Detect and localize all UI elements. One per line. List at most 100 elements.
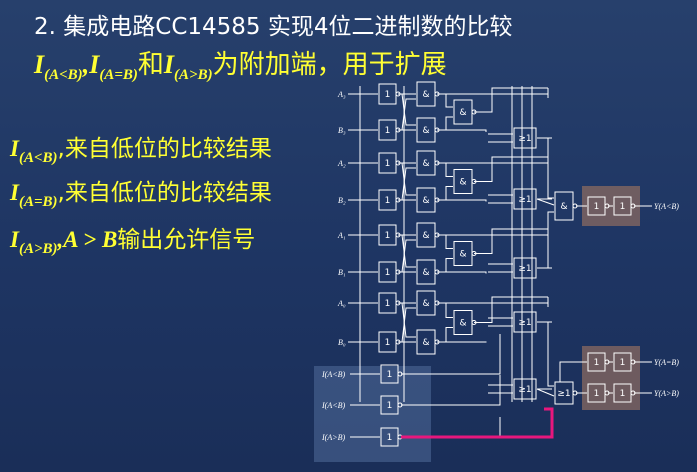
- input-label: A₂: [337, 159, 346, 168]
- nand-gate-label: &: [459, 108, 466, 118]
- subscript: (A<B): [44, 67, 83, 83]
- extension-not-gate-label: 1: [387, 433, 393, 443]
- subscript: (A=B): [99, 67, 138, 83]
- text: ,来自低位的比较结果: [57, 180, 272, 206]
- output-label: Y(A<B): [654, 202, 679, 211]
- extension-input-label: I(A>B): [321, 433, 346, 442]
- nand-gate-label: &: [459, 178, 466, 188]
- and-gate-less-label: &: [560, 202, 567, 212]
- output-inverter-label: 1: [620, 358, 626, 368]
- input-label: B₁: [338, 268, 346, 277]
- not-gate-label: 1: [385, 338, 391, 348]
- wire: [401, 375, 501, 406]
- extension-inputs-line: I(A<B),I(A=B)和I(A>B)为附加端，用于扩展: [34, 44, 447, 84]
- nand-gate-label: &: [422, 268, 429, 278]
- wire: [559, 361, 576, 382]
- output-inverter-label: 1: [594, 202, 600, 212]
- output-label: Y(A=B): [654, 358, 679, 367]
- or-gate: [513, 311, 537, 333]
- input-label: A₀: [337, 299, 346, 308]
- or-gate: [513, 127, 537, 149]
- comma: ,: [57, 227, 64, 252]
- extension-input-box: [314, 366, 431, 462]
- wire: [536, 388, 555, 397]
- not-gate-label: 1: [385, 231, 391, 241]
- wire: [401, 334, 501, 375]
- or-gate: [513, 188, 537, 210]
- wire: [401, 407, 554, 439]
- or-gate-label: ≥1: [518, 318, 531, 328]
- or-gate: [513, 378, 537, 400]
- not-gate-label: 1: [385, 299, 391, 309]
- input-label: B₀: [338, 338, 346, 347]
- wire: [437, 327, 453, 343]
- comma: ,: [82, 50, 90, 79]
- nand-gate-label: &: [459, 319, 466, 329]
- extension-not-gate-label: 1: [387, 370, 393, 380]
- nand-gate-label: &: [422, 90, 429, 100]
- nand-gate-label: &: [422, 159, 429, 169]
- input-label: A₁: [337, 231, 346, 240]
- wire: [474, 296, 548, 323]
- text: 为附加端，用于扩展: [212, 50, 447, 80]
- or-gate-greater-label: ≥1: [557, 389, 570, 399]
- wire: [536, 198, 555, 206]
- subscript: (A<B): [18, 150, 58, 166]
- wire: [437, 129, 487, 132]
- output-inverter-label: 1: [594, 389, 600, 399]
- wire: [437, 302, 453, 318]
- wire: [437, 341, 487, 343]
- note-equal: I(A=B),来自低位的比较结果: [10, 173, 272, 211]
- wire: [474, 156, 548, 182]
- nand-gate-label: &: [422, 231, 429, 241]
- wire: [401, 234, 416, 268]
- slide-title: 2. 集成电路CC14585 实现4位二进制数的比较: [34, 14, 513, 40]
- or-gate-label: ≥1: [518, 134, 531, 144]
- var-i: I: [163, 50, 175, 79]
- input-label: B₂: [338, 196, 346, 205]
- subscript: (A>B): [18, 241, 58, 257]
- note-greater-than: I(A>B),A > B输出允许信号: [10, 220, 255, 258]
- extension-not-gate-label: 1: [387, 401, 393, 411]
- wire: [437, 116, 453, 131]
- wire: [474, 228, 548, 254]
- or-gate-label: ≥1: [518, 195, 531, 205]
- subscript: (A>B): [174, 67, 213, 83]
- output-inverter-label: 1: [620, 389, 626, 399]
- text: 和: [137, 50, 164, 80]
- not-gate-label: 1: [385, 268, 391, 278]
- wire: [401, 167, 416, 201]
- wire: [437, 199, 487, 202]
- or-gate-label: ≥1: [518, 264, 531, 274]
- var-i: I: [10, 136, 19, 161]
- var-i: I: [10, 227, 19, 252]
- nand-gate-label: &: [422, 338, 429, 348]
- note-less-than: I(A<B),来自低位的比较结果: [10, 129, 272, 167]
- extension-input-label: I(A<B): [321, 370, 346, 379]
- output-inverter-label: 1: [594, 358, 600, 368]
- wire: [474, 87, 548, 113]
- var-i: I: [89, 50, 100, 79]
- not-gate-label: 1: [385, 126, 391, 136]
- wire: [537, 211, 554, 269]
- output-box-eq-gt: [582, 346, 640, 410]
- text: ,来自低位的比较结果: [57, 136, 272, 162]
- wire: [401, 302, 416, 338]
- input-label: A₃: [337, 90, 346, 99]
- or-gate-label: ≥1: [518, 385, 531, 395]
- not-gate-label: 1: [385, 90, 391, 100]
- wire: [437, 93, 453, 108]
- nand-gate-label: &: [459, 250, 466, 260]
- wire: [537, 321, 554, 387]
- wire: [401, 162, 416, 196]
- wire: [401, 93, 416, 126]
- nand-gate-label: &: [422, 299, 429, 309]
- not-gate-label: 1: [385, 159, 391, 169]
- expression: A > B: [63, 227, 118, 252]
- text: 输出允许信号: [117, 227, 256, 253]
- wire: [401, 98, 416, 131]
- wire: [401, 307, 416, 343]
- wire: [437, 234, 453, 249]
- nand-gate-label: &: [422, 126, 429, 136]
